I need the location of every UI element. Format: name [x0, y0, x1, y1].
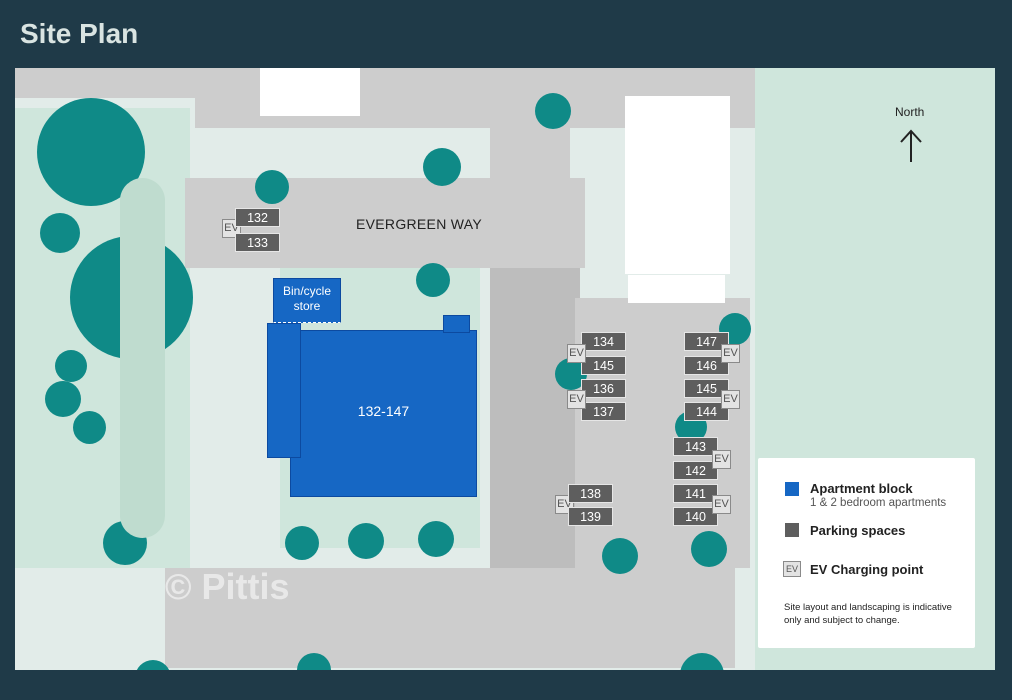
tree	[40, 213, 80, 253]
legend-note: Site layout and landscaping is indicativ…	[784, 602, 952, 626]
parking-space-134: 134	[581, 332, 626, 351]
parking-space-143: 143	[673, 437, 718, 456]
ev-charging-point: EV	[712, 450, 731, 469]
parking-space-137: 137	[581, 402, 626, 421]
parking-space-144: 144	[684, 402, 729, 421]
parking-space-141: 141	[673, 484, 718, 503]
building-right-large	[625, 96, 730, 274]
parking-space-147: 147	[684, 332, 729, 351]
road-south	[490, 268, 580, 568]
bin-cycle-store: Bin/cycle store	[273, 278, 341, 323]
ev-charging-point: EV	[721, 344, 740, 363]
street-name: EVERGREEN WAY	[356, 216, 483, 232]
tree	[135, 660, 171, 670]
north-arrow-icon	[900, 129, 922, 162]
watermark: © Pittis	[165, 566, 290, 607]
tree	[348, 523, 384, 559]
apartment-wing-left	[267, 323, 301, 458]
parking-space-132: 132	[235, 208, 280, 227]
parking-space-145: 145	[684, 379, 729, 398]
tree	[285, 526, 319, 560]
tree	[45, 381, 81, 417]
tree	[73, 411, 106, 444]
main-road	[165, 568, 735, 668]
parking-space-140: 140	[673, 507, 718, 526]
legend: Apartment block 1 & 2 bedroom apartments…	[758, 458, 975, 648]
ev-charging-point: EV	[567, 344, 586, 363]
parking-space-133: 133	[235, 233, 280, 252]
tree	[416, 263, 450, 297]
tree	[602, 538, 638, 574]
site-map: 132-147 Bin/cycle store EVERGREEN WAY No…	[15, 68, 995, 670]
tree	[423, 148, 461, 186]
legend-apartment-title: Apartment block	[810, 481, 913, 496]
page-title: Site Plan	[20, 18, 139, 49]
tree	[55, 350, 87, 382]
north-label: North	[895, 105, 925, 119]
tree	[680, 653, 724, 670]
parking-space-135: 145	[581, 356, 626, 375]
tree	[297, 653, 331, 670]
apartment-corner	[443, 315, 470, 333]
road-left-curve	[15, 68, 215, 98]
parking-space-139: 139	[568, 507, 613, 526]
legend-ev-swatch: EV	[783, 561, 801, 577]
parking-space-138: 138	[568, 484, 613, 503]
apartment-block-label: 132-147	[357, 403, 410, 419]
tree	[691, 531, 727, 567]
parking-space-136: 136	[581, 379, 626, 398]
tree	[255, 170, 289, 204]
legend-ev-title: EV Charging point	[810, 562, 924, 577]
legend-apartment-swatch	[785, 482, 799, 496]
legend-parking-title: Parking spaces	[810, 523, 906, 538]
parking-space-146: 146	[684, 356, 729, 375]
hedge-row	[120, 178, 165, 538]
legend-apartment-sub: 1 & 2 bedroom apartments	[810, 497, 947, 509]
ev-charging-point: EV	[567, 390, 586, 409]
tree	[535, 93, 571, 129]
ev-charging-point: EV	[712, 495, 731, 514]
parking-space-142: 142	[673, 461, 718, 480]
ev-charging-point: EV	[721, 390, 740, 409]
legend-parking-swatch	[785, 523, 799, 537]
apartment-block: 132-147	[290, 330, 477, 497]
building-right-small	[628, 275, 725, 303]
bin-store-label: Bin/cycle store	[282, 284, 332, 313]
tree	[418, 521, 454, 557]
building-top	[260, 68, 360, 116]
